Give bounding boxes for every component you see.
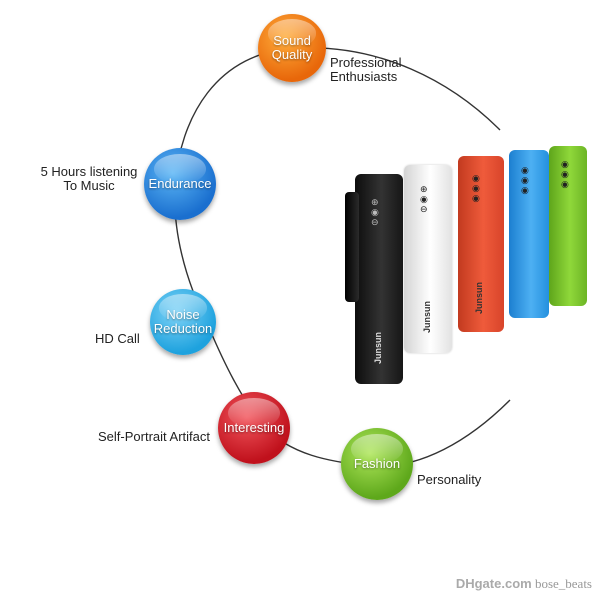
black-brand-label: Junsun [373,331,383,364]
side-label-fashion: Personality [417,472,482,487]
white-button-panel: ⊕◉⊖ [420,185,428,215]
side-label-interesting: Self-Portrait Artifact [98,429,210,444]
bubble-fashion: Fashion [341,428,413,500]
side-label-sound: Professional Enthusiasts [330,55,402,84]
store-name: bose_beats [534,576,592,591]
side-label-noise: HD Call [95,331,140,346]
dhgate-logo: DHgate.com [455,576,532,591]
clip-black [345,192,359,302]
white-brand-label: Junsun [422,300,432,333]
watermark: DHgate.com bose_beats [456,576,592,592]
device-green: ◉◉◉ [549,146,587,306]
bubble-sound-quality: Sound Quality [258,14,326,82]
black-button-panel: ⊕◉⊖ [371,198,379,228]
device-black: ⊕◉⊖ Junsun [355,174,403,384]
bubble-interesting: Interesting [218,392,290,464]
blue-button-panel: ◉◉◉ [521,166,529,196]
device-white: ⊕◉⊖ Junsun [404,165,452,353]
bubble-noise-reduction: Noise Reduction [150,289,216,355]
green-button-panel: ◉◉◉ [561,160,569,190]
side-label-endurance: 5 Hours listening To Music [40,164,138,193]
red-button-panel: ◉◉◉ [472,174,480,204]
device-red: ◉◉◉ Junsun [458,156,504,332]
red-brand-label: Junsun [474,281,484,314]
bubble-endurance: Endurance [144,148,216,220]
device-blue: ◉◉◉ [509,150,549,318]
